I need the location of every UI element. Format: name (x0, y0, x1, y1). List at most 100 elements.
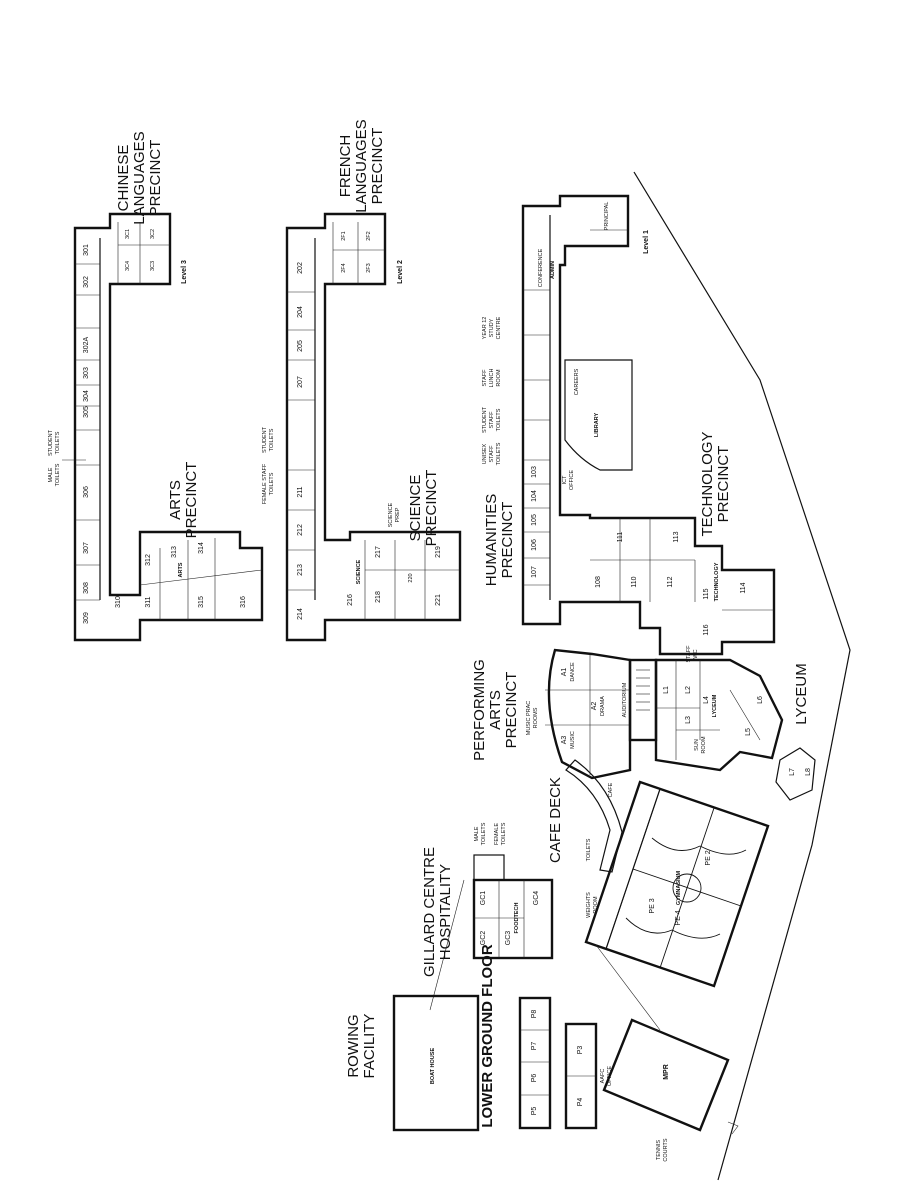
room-214: 214 (297, 608, 304, 620)
room-a3: A3 (561, 736, 568, 745)
level1-block: 103 104 105 106 107 108 110 111 112 113 … (521, 194, 776, 656)
map-label: FEMALE STAFF (262, 463, 268, 504)
map-label: HUMANITIES (483, 494, 500, 587)
room-107: 107 (531, 566, 538, 578)
court-pe2: PE 2 (705, 850, 712, 865)
gillard-leader (429, 879, 465, 1011)
map-label: PRECINCT (499, 502, 516, 579)
room-3c1: 3C1 (125, 229, 131, 239)
map-label: PREP (395, 507, 401, 522)
gym-courts (605, 788, 769, 987)
principal-label: PRINCIPAL (604, 202, 610, 231)
map-label: MUSIC PRAC (526, 701, 532, 736)
lyceum-annex: L7 L8 (775, 747, 816, 801)
gillard-centre-block: GC1 GC2 GC3 GC4 FOODTECH MALE TOILETS FE… (472, 822, 554, 960)
room-307: 307 (83, 542, 90, 554)
humanities-precinct-label: HUMANITIES PRECINCT (483, 494, 516, 587)
library-outline (564, 359, 633, 471)
room-114: 114 (740, 582, 747, 593)
level2-block: 202 204 205 207 211 212 213 214 216 217 … (285, 212, 462, 642)
map-label: WC (693, 649, 699, 658)
room-301: 301 (83, 244, 90, 256)
room-108: 108 (595, 576, 602, 588)
map-label: ARTS (487, 690, 504, 730)
auditorium-outline (628, 658, 658, 742)
level3-label: Level 3 (181, 260, 188, 284)
map-label: ARTS (167, 480, 184, 520)
level1-outline (521, 194, 776, 656)
room-3c3: 3C3 (150, 261, 156, 271)
room-219: 219 (435, 546, 442, 558)
map-label: PRECINCT (369, 128, 386, 205)
science-precinct-label: SCIENCE PRECINCT (407, 470, 440, 547)
court-pe4: PE 4 (675, 910, 682, 925)
room-2f3: 2F3 (366, 263, 372, 272)
map-label: TOILETS (496, 442, 502, 465)
map-label: TOILETS (269, 428, 275, 451)
room-3c2: 3C2 (150, 229, 156, 239)
careers-label: CAREERS (574, 368, 580, 395)
map-label: LANGUAGES (131, 131, 148, 224)
map-label: STAFF (489, 445, 495, 463)
level2-room-dividers (287, 222, 460, 620)
dance-label: DANCE (570, 662, 576, 682)
room-302a: 302A (83, 337, 90, 354)
room-220: 220 (408, 573, 414, 582)
map-label: TECHNOLOGY (699, 431, 716, 536)
map-label: SCIENCE (407, 475, 424, 542)
map-label: AAFC (600, 1069, 606, 1084)
room-a2: A2 (591, 702, 598, 711)
map-label: ROOMS (533, 707, 539, 728)
map-label: STUDY (489, 318, 495, 337)
room-216: 216 (347, 594, 354, 606)
performing-arts-block: A1 DANCE A2 DRAMA A3 MUSIC MUSIC PRAC RO… (526, 648, 632, 780)
map-label: STUDENT (262, 426, 268, 453)
level1-room-dividers (523, 229, 774, 611)
map-label: PRECINCT (715, 446, 732, 523)
level3-toilet-labels: MALE TOILETS STUDENT TOILETS (48, 429, 86, 486)
portables-block: P8 P7 P6 P5 P3 P4 AAFC OFFICE (518, 996, 613, 1130)
boat-house-block: BOAT HOUSE (392, 994, 480, 1132)
technology-precinct-label: TECHNOLOGY PRECINCT (699, 431, 732, 536)
boat-house-label: BOAT HOUSE (430, 1048, 436, 1085)
room-213: 213 (297, 564, 304, 576)
room-104: 104 (531, 490, 538, 502)
room-221: 221 (435, 594, 442, 606)
map-label: TOILETS (501, 822, 507, 845)
room-113: 113 (673, 531, 680, 542)
room-211: 211 (297, 486, 304, 497)
map-label: LANGUAGES (353, 119, 370, 212)
map-label: ROOM (496, 369, 502, 387)
map-label: LUNCH (489, 369, 495, 388)
lyceum-tag: LYCEUM (712, 694, 718, 717)
room-a1: A1 (561, 668, 568, 677)
room-103: 103 (531, 466, 538, 478)
map-label: TOILETS (496, 408, 502, 431)
room-p4: P4 (577, 1098, 584, 1107)
map-label: GILLARD CENTRE (421, 847, 438, 977)
conference-label: CONFERENCE (538, 248, 544, 287)
room-116: 116 (703, 624, 710, 635)
lyceum-outline (654, 658, 784, 772)
map-label: FACILITY (361, 1013, 378, 1078)
room-gc3: GC3 (505, 931, 512, 946)
map-label: STAFF (686, 645, 692, 663)
room-l8: L8 (805, 768, 812, 776)
auditorium-block: AUDITORIUM (622, 658, 658, 742)
map-label: TOILETS (55, 431, 61, 454)
map-label: OFFICE (569, 470, 575, 490)
room-l6: L6 (757, 696, 764, 704)
cafe-deck-label: CAFE DECK (547, 777, 564, 863)
map-label: ROOM (701, 736, 707, 754)
level1-label: Level 1 (643, 230, 650, 254)
map-label: PERFORMING (471, 659, 488, 761)
toilets-label: TOILETS (586, 838, 592, 861)
map-label: TOILETS (481, 822, 487, 845)
level2-label: Level 2 (397, 260, 404, 284)
room-202: 202 (297, 262, 304, 274)
room-217: 217 (375, 546, 382, 558)
map-label: TENNIS (656, 1140, 662, 1161)
room-315: 315 (198, 596, 205, 608)
map-label: PRECINCT (183, 462, 200, 539)
